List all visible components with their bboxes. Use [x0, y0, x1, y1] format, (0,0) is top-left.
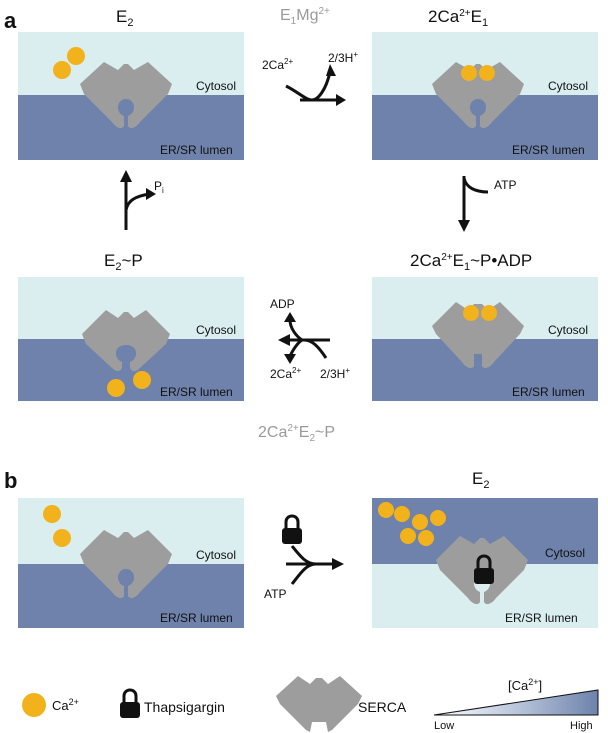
calcium-ion	[133, 371, 151, 389]
lumen-label: ER/SR lumen	[160, 385, 233, 399]
reaction-arrow-right: ATP	[458, 176, 516, 232]
state-box-b-right: Cytosol ER/SR lumen	[372, 498, 598, 628]
cytosol-label: Cytosol	[196, 323, 236, 337]
calcium-ion	[394, 506, 410, 522]
legend-serca-label: SERCA	[358, 699, 407, 715]
lumen-label: ER/SR lumen	[512, 143, 585, 157]
cytosol-label: Cytosol	[548, 323, 588, 337]
calcium-ion	[461, 65, 477, 81]
legend-thapsigargin-label: Thapsigargin	[144, 699, 225, 715]
lumen-label: ER/SR lumen	[160, 611, 233, 625]
legend-gradient-title: [Ca2+]	[508, 677, 542, 693]
serca-pump	[80, 530, 172, 599]
state-title-e1mg: E1Mg2+	[280, 6, 330, 27]
legend-calcium-label: Ca2+	[52, 697, 79, 713]
calcium-ion	[53, 61, 71, 79]
panel-a-label: a	[4, 8, 17, 33]
legend: Ca2+ Thapsigargin SERCA [Ca2+] Low High	[22, 676, 599, 732]
bottom-arrow-ca-label: 2Ca2+	[270, 366, 301, 381]
calcium-ion	[481, 305, 497, 321]
cytosol-label: Cytosol	[545, 546, 585, 560]
serca-pump	[82, 310, 170, 371]
serca-legend-icon	[276, 676, 362, 732]
cytosol-label: Cytosol	[196, 548, 236, 562]
lumen-label: ER/SR lumen	[160, 143, 233, 157]
thapsigargin-icon	[474, 554, 494, 584]
state-box-e2p: Cytosol ER/SR lumen	[18, 277, 244, 401]
lumen-label: ER/SR lumen	[505, 611, 578, 625]
calcium-gradient-wedge	[433, 689, 599, 716]
calcium-ion	[53, 529, 71, 547]
cytosol-label: Cytosol	[548, 79, 588, 93]
state-title-b-e2: E2	[472, 469, 489, 491]
calcium-legend-swatch	[22, 693, 46, 717]
calcium-ion	[418, 530, 434, 546]
state-title-e2p: E2~P	[104, 251, 143, 273]
reaction-arrow-left: Pi	[120, 170, 164, 230]
lumen-label: ER/SR lumen	[512, 385, 585, 399]
state-title-2ca-e1p-adp: 2Ca2+E1~P•ADP	[410, 251, 532, 273]
bottom-arrow-h-label: 2/3H+	[320, 366, 350, 381]
calcium-ion	[463, 305, 479, 321]
top-arrow-h-label: 2/3H+	[328, 50, 358, 65]
calcium-ion	[479, 65, 495, 81]
serca-pump	[432, 302, 524, 369]
calcium-ion	[430, 510, 446, 526]
serca-pump	[432, 62, 524, 129]
state-title-2ca-e1: 2Ca2+E1	[428, 7, 488, 29]
cytosol-label: Cytosol	[196, 79, 236, 93]
calcium-ion	[107, 379, 125, 397]
bottom-arrow-adp-label: ADP	[270, 297, 295, 311]
reaction-arrow-bottom: ADP 2Ca2+ 2/3H+	[270, 297, 350, 381]
thapsigargin-icon	[282, 514, 302, 544]
right-arrow-atp-label: ATP	[494, 178, 516, 192]
calcium-ion	[400, 528, 416, 544]
left-arrow-pi-label: Pi	[154, 179, 164, 195]
calcium-ion	[67, 47, 85, 65]
calcium-ion	[43, 505, 61, 523]
b-arrow-atp-label: ATP	[264, 587, 286, 601]
legend-high-label: High	[570, 720, 593, 732]
state-box-2ca-e1: Cytosol ER/SR lumen	[372, 32, 598, 160]
state-title-e2: E2	[116, 7, 133, 29]
state-box-e2: Cytosol ER/SR lumen	[18, 32, 244, 160]
calcium-ion	[412, 514, 428, 530]
reaction-arrow-b: ATP	[264, 514, 344, 601]
legend-low-label: Low	[434, 720, 454, 732]
state-title-2ca-e2p: 2Ca2+E2~P	[258, 423, 335, 444]
calcium-ion	[378, 502, 394, 518]
top-arrow-ca-label: 2Ca2+	[262, 57, 293, 72]
serca-pump	[80, 62, 172, 129]
state-box-b-left: Cytosol ER/SR lumen	[18, 498, 244, 628]
thapsigargin-legend-icon	[120, 688, 140, 718]
panel-b-label: b	[4, 468, 17, 493]
state-box-2ca-e1p-adp: Cytosol ER/SR lumen	[372, 277, 598, 401]
reaction-arrow-top: 2Ca2+ 2/3H+	[262, 50, 358, 106]
